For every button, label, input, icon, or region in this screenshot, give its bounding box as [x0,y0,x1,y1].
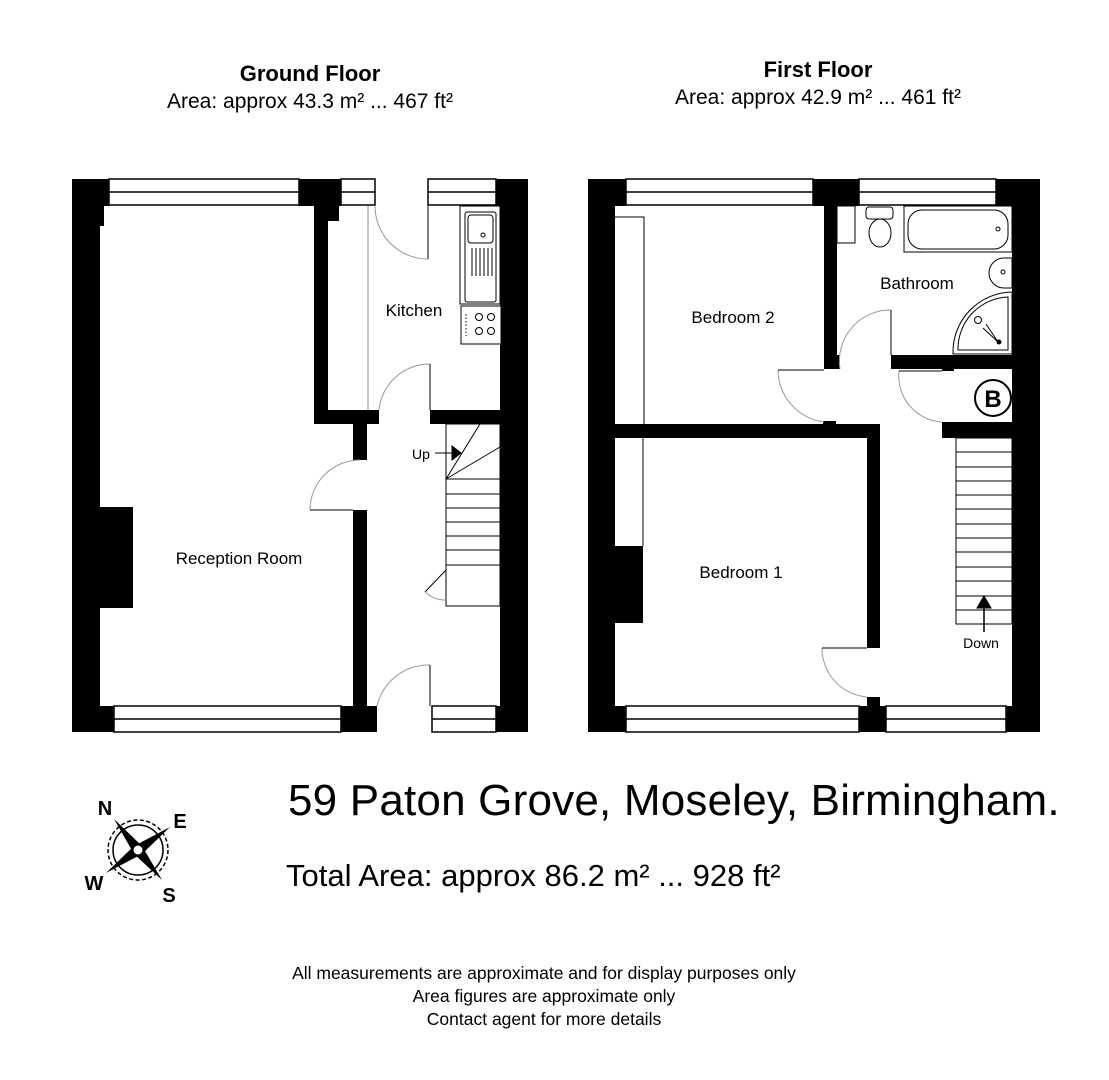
property-address: 59 Paton Grove, Moseley, Birmingham. [288,776,1060,825]
boiler-label: B [984,386,1001,413]
ground-floor-title: Ground Floor [239,61,381,86]
compass-e: E [173,811,186,833]
room-label-kitchen: Kitchen [386,301,443,320]
disclaimer-line-2: Area figures are approximate only [412,986,676,1006]
total-area: Total Area: approx 86.2 m² ... 928 ft² [286,858,781,893]
compass-w: W [85,873,104,895]
first-floor-title: First Floor [763,57,873,82]
disclaimer-line-1: All measurements are approximate and for… [292,963,796,983]
boiler-icon: B [974,379,1012,417]
room-label-reception: Reception Room [176,549,303,568]
ground-floor-area: Area: approx 43.3 m² ... 467 ft² [167,90,453,113]
stairs-down-label: Down [963,635,999,651]
ground-floor-plan: Reception Room Kitchen Up [72,178,528,733]
compass-rose-icon: N E W S [85,798,187,907]
room-label-bedroom1: Bedroom 1 [699,563,782,582]
room-label-bathroom: Bathroom [880,274,954,293]
disclaimer-line-3: Contact agent for more details [426,1009,662,1029]
first-floor-plan: B Bedroom 2 Bathroom Bedroom 1 Down [588,178,1040,733]
first-floor-area: Area: approx 42.9 m² ... 461 ft² [675,86,961,109]
compass-n: N [98,798,112,820]
stairs-up-label: Up [412,446,430,462]
room-label-bedroom2: Bedroom 2 [691,308,774,327]
compass-s: S [162,885,175,907]
